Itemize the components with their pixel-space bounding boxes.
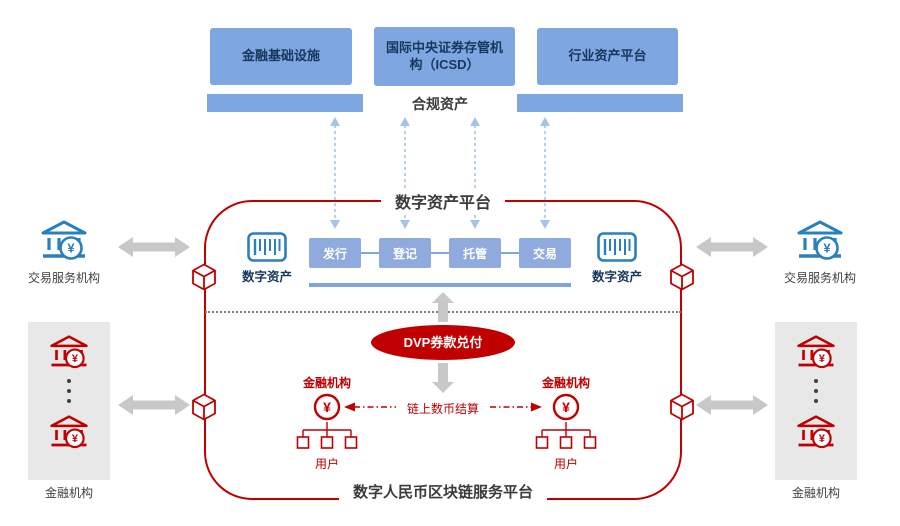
trade-service-label-left: 交易服务机构 [27, 271, 100, 285]
barcode-icon [597, 232, 637, 262]
svg-text:¥: ¥ [67, 241, 75, 256]
financial-institution-label-right: 金融机构 [541, 376, 590, 390]
ellipsis-dots-icon [67, 379, 71, 403]
digital-asset-label-left: 数字资产 [241, 270, 292, 284]
down-arrow-icon [432, 363, 454, 393]
blockchain-platform-title: 数字人民币区块链服务平台 [204, 481, 682, 502]
financial-institutions-label-left: 金融机构 [44, 486, 93, 500]
process-box-trading: 交易 [519, 238, 571, 268]
box-icsd: 国际中央证券存管机构（ICSD） [374, 27, 515, 86]
users-label-right: 用户 [553, 457, 578, 471]
double-arrow-icon [696, 237, 768, 257]
process-connector [361, 252, 379, 254]
process-label: 发行 [322, 246, 347, 261]
cube-icon [670, 393, 694, 421]
users-tree-icon [296, 422, 358, 449]
trade-service-label-right: 交易服务机构 [783, 271, 856, 285]
svg-text:¥: ¥ [323, 399, 331, 415]
bank-icon: ¥ [50, 415, 88, 449]
platform-title-text: 数字资产平台 [380, 189, 505, 213]
svg-text:¥: ¥ [819, 353, 825, 365]
compliant-assets-bar-left [207, 94, 363, 112]
process-label: 交易 [532, 246, 557, 261]
svg-text:¥: ¥ [819, 433, 825, 445]
box-label: 行业资产平台 [568, 48, 647, 64]
bank-icon: ¥ [41, 220, 87, 260]
financial-institutions-label-right: 金融机构 [791, 486, 840, 500]
bank-icon: ¥ [797, 220, 843, 260]
digital-asset-label-right: 数字资产 [591, 270, 642, 284]
svg-text:¥: ¥ [562, 399, 570, 415]
financial-institutions-panel-right: ¥ ¥ [775, 322, 857, 480]
up-arrow-icon [432, 292, 454, 322]
compliant-assets-bar-right [517, 94, 683, 112]
bank-icon: ¥ [50, 335, 88, 369]
double-arrow-icon [696, 395, 768, 415]
double-arrow-icon [118, 237, 190, 257]
svg-text:¥: ¥ [823, 241, 831, 256]
users-tree-icon [535, 422, 597, 449]
box-financial-infrastructure: 金融基础设施 [210, 28, 352, 85]
process-connector [501, 252, 519, 254]
process-label: 托管 [462, 246, 487, 261]
financial-institution-label-left: 金融机构 [302, 376, 351, 390]
bank-icon: ¥ [797, 415, 835, 449]
svg-text:¥: ¥ [72, 353, 78, 365]
blockchain-platform-title-text: 数字人民币区块链服务平台 [338, 481, 547, 502]
settlement-label: 链上数币结算 [406, 402, 479, 416]
dashed-flow-arrow-icon [540, 117, 550, 229]
double-arrow-icon [118, 395, 190, 415]
digital-asset-platform-title: 数字资产平台 [204, 189, 682, 213]
cube-icon [670, 263, 694, 291]
dashed-flow-arrow-icon [330, 117, 340, 229]
box-industry-asset-platform: 行业资产平台 [537, 28, 678, 85]
process-connector [431, 252, 449, 254]
process-box-issuance: 发行 [309, 238, 361, 268]
compliant-assets-label: 合规资产 [412, 96, 468, 112]
dvp-badge: DVP券款兑付 [371, 325, 515, 360]
financial-institutions-panel-left: ¥ ¥ [28, 322, 110, 480]
cube-icon [192, 393, 216, 421]
box-label: 国际中央证券存管机构（ICSD） [385, 39, 503, 72]
cube-icon [192, 263, 216, 291]
box-label: 金融基础设施 [241, 48, 320, 64]
yuan-coin-icon: ¥ [313, 393, 341, 421]
process-box-registration: 登记 [379, 238, 431, 268]
bank-icon: ¥ [797, 335, 835, 369]
process-label: 登记 [392, 246, 417, 261]
process-box-custody: 托管 [449, 238, 501, 268]
yuan-coin-icon: ¥ [552, 393, 580, 421]
users-label-left: 用户 [314, 457, 339, 471]
dashdot-arrow-left-icon [344, 402, 396, 412]
dashdot-arrow-right-icon [490, 402, 542, 412]
process-underline [309, 283, 571, 287]
ellipsis-dots-icon [814, 379, 818, 403]
barcode-icon [247, 232, 287, 262]
svg-text:¥: ¥ [72, 433, 78, 445]
